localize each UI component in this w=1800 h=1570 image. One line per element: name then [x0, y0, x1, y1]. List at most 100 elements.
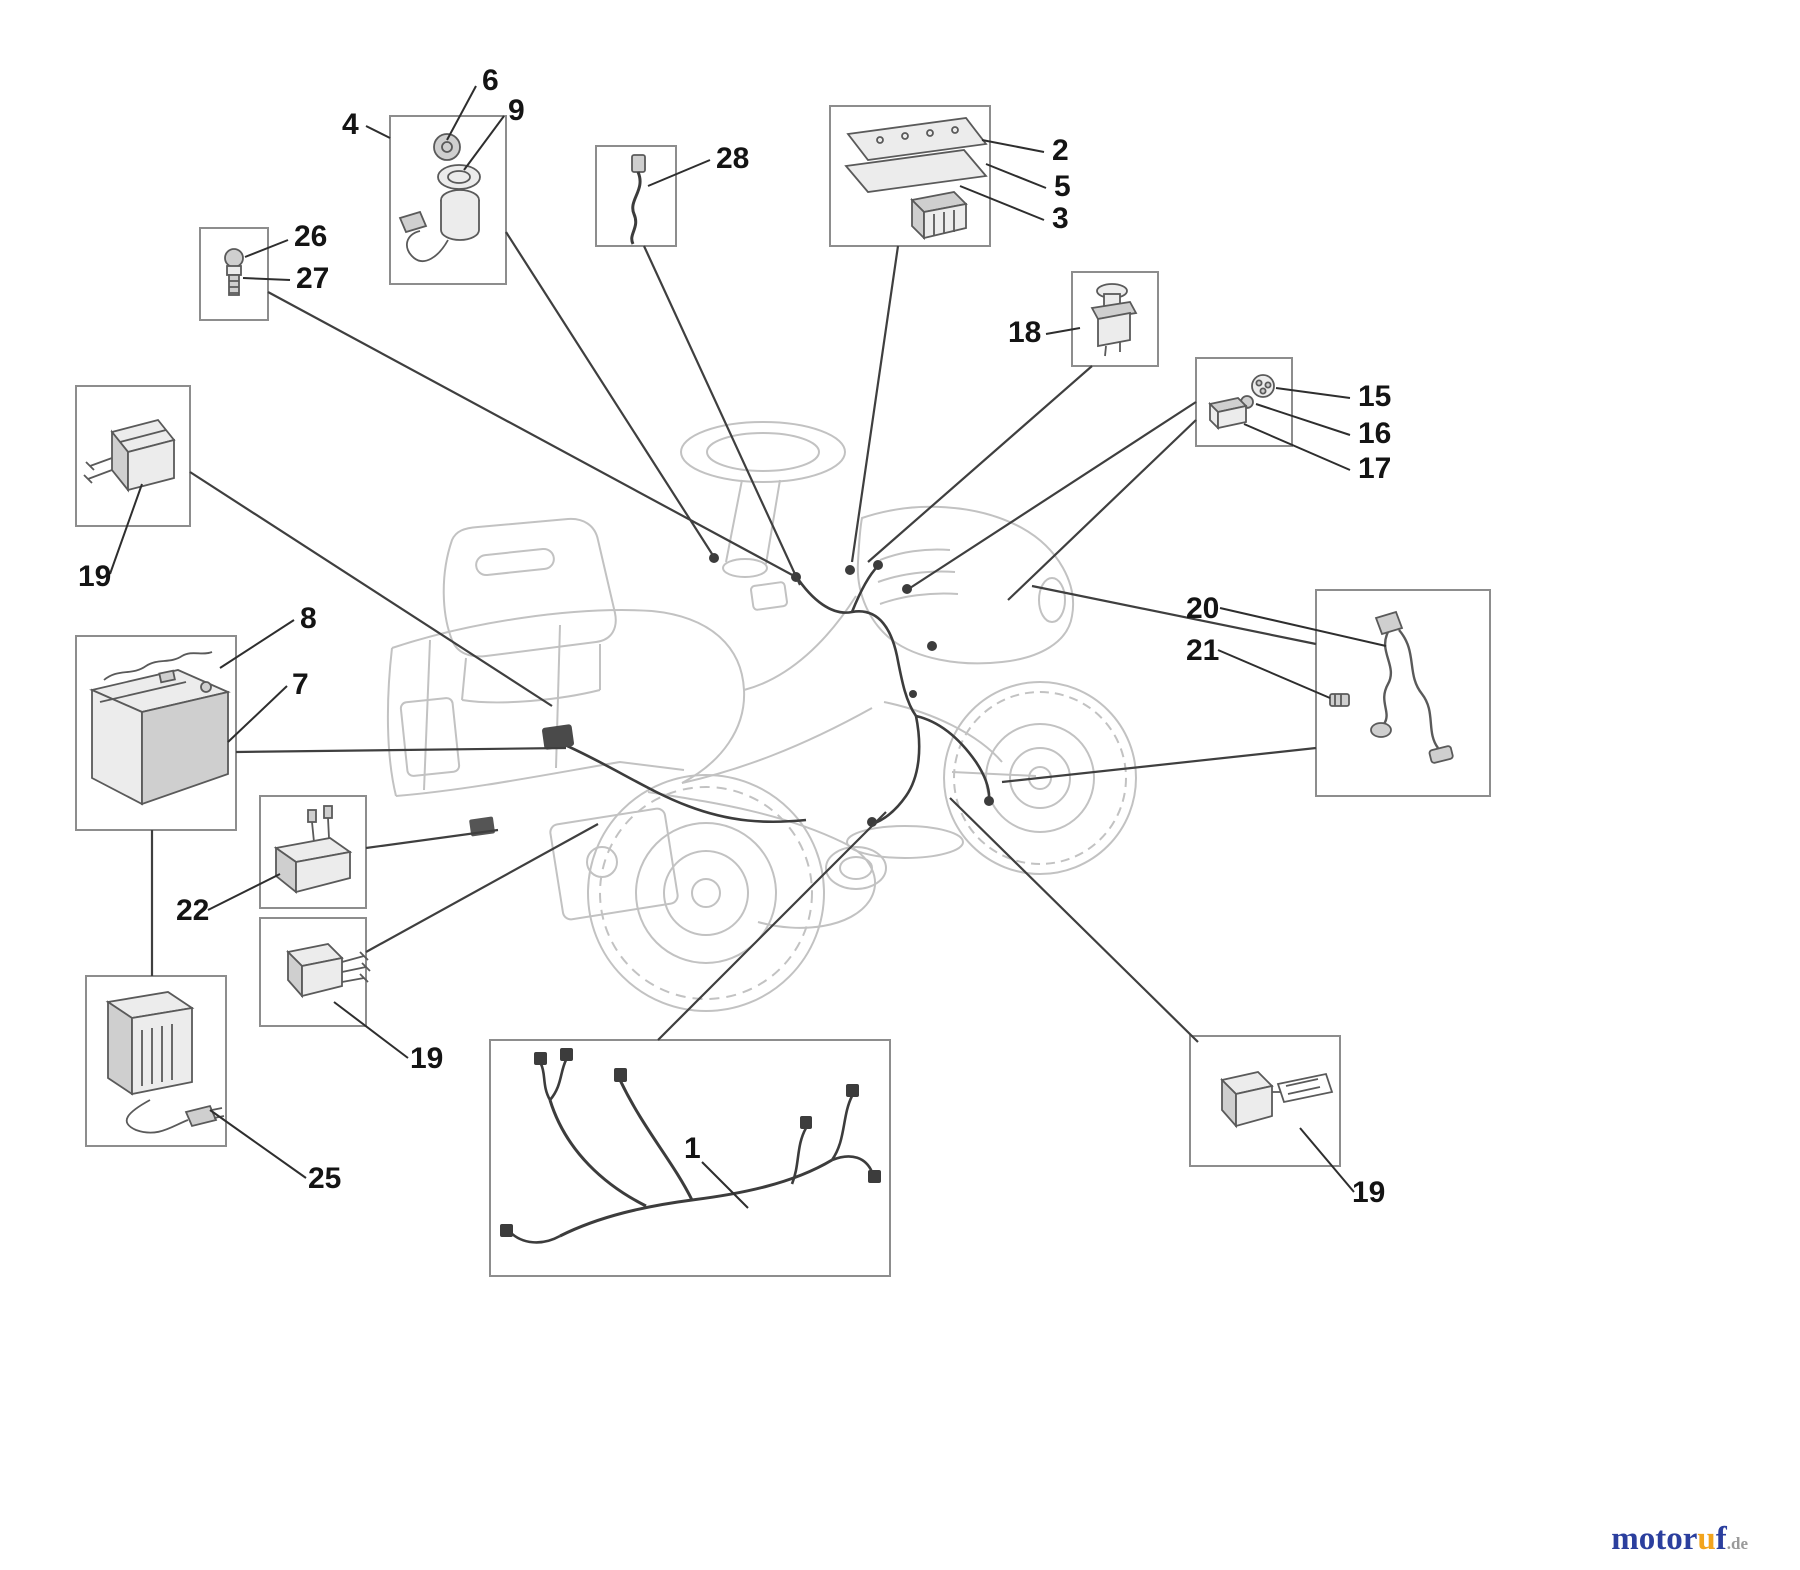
- tractor-chute-inner: [839, 856, 873, 880]
- leader-sensor-to-tractor: [267, 291, 797, 578]
- tractor-hood-vents: [877, 548, 959, 605]
- harness1-connector: [846, 1084, 859, 1097]
- callout-15: 15: [1358, 380, 1391, 413]
- ignition-bezel: [437, 164, 481, 190]
- callout-20: 20: [1186, 592, 1219, 625]
- part-switch-19-right: [1220, 1071, 1334, 1129]
- watermark: motoruf.de: [1611, 1523, 1748, 1556]
- callout-line-6: [446, 85, 477, 141]
- cable21-wire: [1398, 629, 1439, 749]
- callout-9: 9: [508, 94, 525, 127]
- cable21-end: [1428, 745, 1454, 764]
- watermark-brand-part3: f: [1715, 1521, 1727, 1557]
- part-charger-25: [105, 991, 225, 1134]
- connector15-pin: [1259, 387, 1267, 395]
- board-hole: [951, 126, 959, 134]
- leader-switch18-to-tractor: [867, 365, 1093, 563]
- harness1-connector: [534, 1052, 547, 1065]
- tractor-steering-wheel: [680, 421, 846, 483]
- callout-5: 5: [1054, 170, 1071, 203]
- cable28-wire: [630, 171, 642, 245]
- board-hole: [901, 132, 909, 140]
- callout-line-2: [981, 139, 1045, 153]
- part-battery: [89, 651, 231, 806]
- tractor-rear-plate: [549, 807, 679, 921]
- harness-main-run: [794, 575, 918, 717]
- part-sensor-26-27: [224, 248, 244, 296]
- switch19r-side: [1235, 1084, 1273, 1128]
- callout-4: 4: [342, 108, 359, 141]
- battery-terminal-pos: [158, 669, 176, 684]
- callout-3: 3: [1052, 202, 1069, 235]
- sensor-cap: [224, 248, 244, 268]
- part-switch-18: [1090, 283, 1138, 357]
- harness1-branch-b: [548, 1099, 647, 1208]
- callout-line-20: [1219, 607, 1387, 647]
- harness-connector-dot: [709, 553, 719, 563]
- leader-relay22-to-tractor: [365, 828, 499, 850]
- leader-board-to-tractor: [850, 245, 900, 563]
- tractor-illustration: [386, 421, 1137, 1012]
- cable20-connector: [1374, 610, 1404, 636]
- tractor-fender-top: [391, 609, 653, 649]
- callout-25: 25: [308, 1162, 341, 1195]
- tractor-deck-skirt: [846, 825, 964, 859]
- charger-cord: [125, 1099, 189, 1134]
- relay-pin-stems: [311, 817, 330, 843]
- harness-connector-dot: [902, 584, 912, 594]
- harness1-branch-b-forks: [539, 1059, 568, 1101]
- harness-connector-dot: [845, 565, 855, 575]
- callout-27: 27: [296, 262, 329, 295]
- harness1-connector: [868, 1170, 881, 1183]
- harness-branch-rear: [871, 715, 921, 826]
- board-hole: [876, 136, 884, 144]
- tractor-body-link-lower: [681, 707, 873, 784]
- toggle-side: [301, 956, 343, 998]
- charger-vents: [141, 1024, 173, 1086]
- callout-labels: 6 9 4 26 27 28 2 5 3 18 15 16 17 19 8 7 …: [78, 64, 1391, 1209]
- rocker-split-line: [119, 429, 167, 443]
- callout-28: 28: [716, 142, 749, 175]
- part-cable-28: [630, 154, 646, 245]
- callout-2: 2: [1052, 134, 1069, 167]
- tractor-frame-left: [386, 647, 397, 797]
- harness-battery-run: [564, 743, 807, 824]
- switch18-pins: [1104, 342, 1121, 357]
- part-boxes: [75, 105, 1491, 1277]
- rear-wheel-tire: [587, 774, 825, 1012]
- callout-line-15: [1275, 387, 1351, 399]
- leader-rocker19-to-tractor: [189, 471, 553, 707]
- callout-line-19-mid: [333, 1001, 409, 1059]
- harness1-connector: [800, 1116, 812, 1129]
- leader-connectors-to-tractor-b: [1007, 419, 1197, 601]
- leader-lines: [150, 231, 1317, 1043]
- board-connector-ribs: [933, 210, 955, 236]
- callout-line-9: [463, 115, 505, 171]
- leader-battery-to-tractor: [235, 746, 567, 754]
- tractor-steering-column-base: [722, 558, 768, 578]
- charger-plug: [184, 1104, 218, 1128]
- part-relay-22: [273, 805, 353, 894]
- callout-7: 7: [292, 668, 309, 701]
- board-base-plate: [844, 149, 988, 193]
- tractor-side-vent: [399, 697, 461, 777]
- callout-line-21: [1217, 649, 1331, 699]
- tractor-steering-column: [725, 479, 781, 565]
- toggle-terminal-tips: [359, 951, 371, 983]
- harness1-connector: [500, 1224, 513, 1237]
- rear-wheel-rim: [635, 822, 777, 964]
- tractor-dash-panel: [750, 581, 788, 611]
- tractor-rear-wheel: [587, 774, 825, 1012]
- harness-connector-dot: [984, 796, 994, 806]
- tractor-seat-base: [461, 644, 601, 704]
- box-cables-20-21: [1315, 589, 1491, 797]
- switch19r-spade: [1276, 1072, 1334, 1104]
- part-cables-20-21: [1329, 610, 1454, 764]
- callout-line-4: [365, 125, 391, 139]
- toggle-terminals: [341, 955, 367, 983]
- callout-line-19-right: [1299, 1127, 1355, 1193]
- callout-line-19-left: [109, 483, 143, 575]
- rocker-front-face: [127, 438, 175, 492]
- rear-wheel-tread: [599, 786, 813, 1000]
- board-hole: [926, 129, 934, 137]
